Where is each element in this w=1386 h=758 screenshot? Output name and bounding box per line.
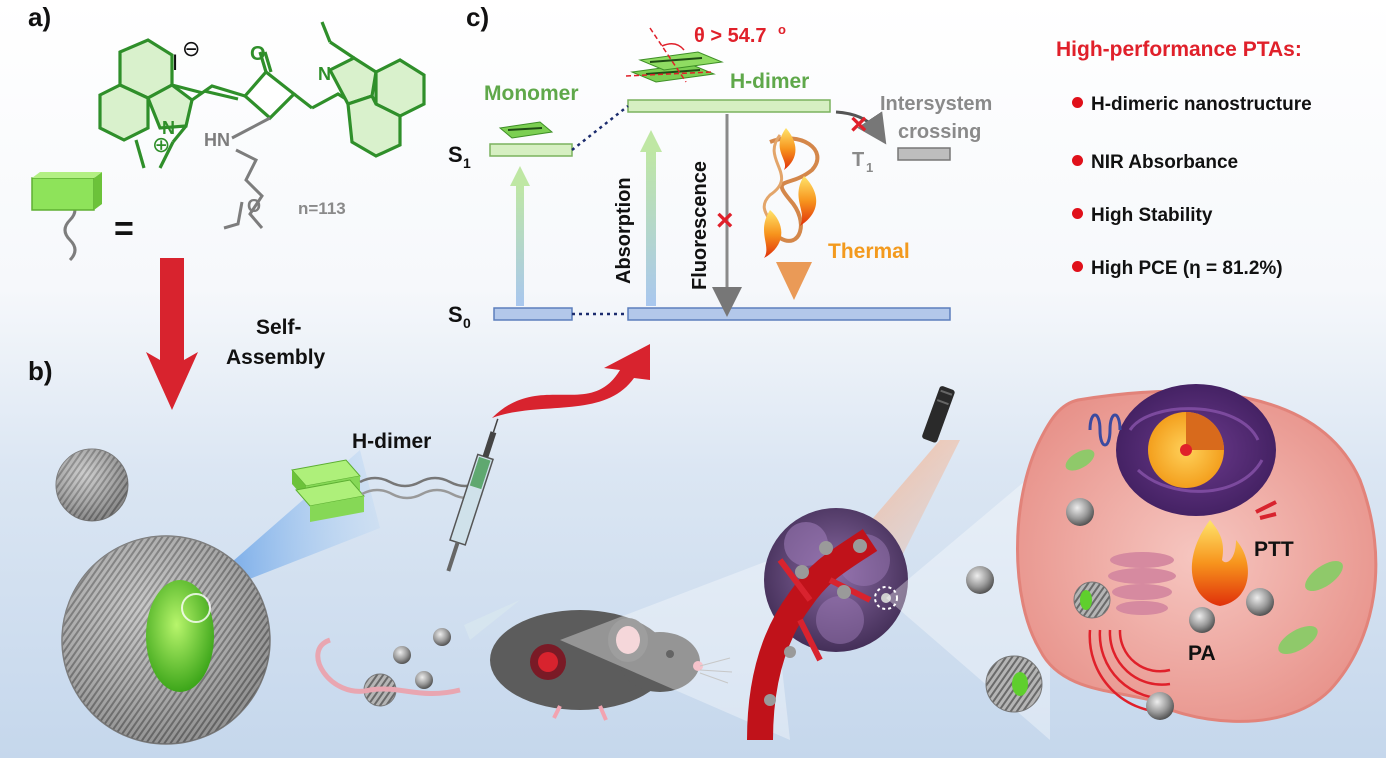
repeat-count-label: n=113 — [298, 199, 346, 218]
fluorescence-label: Fluorescence — [689, 161, 711, 290]
monomer-s1-level — [489, 143, 573, 157]
angle-label: θ > 54.7 — [694, 25, 767, 47]
thermal-label: Thermal — [828, 240, 910, 263]
angle-superscript: o — [778, 22, 786, 37]
bullet-dot-icon — [1072, 155, 1083, 167]
isc-label-2: crossing — [898, 121, 981, 143]
t1-label: T — [852, 149, 864, 171]
feature-item: High PCE (η = 81.2%) — [1072, 258, 1283, 280]
pa-label: PA — [1188, 642, 1216, 665]
carbonyl-oxygen: O — [250, 43, 266, 65]
s1-label: S — [448, 142, 463, 167]
bullet-dot-icon — [1072, 208, 1083, 220]
isc-arrow — [835, 110, 887, 145]
ether-oxygen: O — [247, 196, 261, 216]
bullet-dot-icon — [1072, 97, 1083, 109]
laser-flashlight-icon — [922, 386, 955, 443]
hdimer-s1-level — [627, 99, 831, 113]
fluorescence-blocked-mark: × — [716, 204, 734, 237]
hdimer-bottom-label: H-dimer — [352, 430, 431, 453]
monomer-label: Monomer — [484, 82, 579, 105]
hdimer-block-icon — [291, 459, 483, 522]
isc-label-1: Intersystem — [880, 93, 992, 115]
nitrogen-right: N — [318, 64, 331, 84]
feature-item: High Stability — [1072, 205, 1212, 227]
s0-label: S — [448, 302, 463, 327]
syringe-icon — [446, 418, 499, 572]
panel-label-b: b) — [28, 356, 53, 386]
absorption-label: Absorption — [613, 177, 635, 284]
bullet-dot-icon — [1072, 261, 1083, 273]
panel-label-a: a) — [28, 2, 52, 32]
feature-item: NIR Absorbance — [1072, 152, 1238, 174]
self-assembly-label-2: Assembly — [226, 346, 326, 369]
hdimer-label: H-dimer — [730, 70, 809, 93]
self-assembly-arrow-icon — [146, 258, 198, 410]
cation-charge: ⊕ — [152, 132, 170, 157]
feature-item: H-dimeric nanostructure — [1072, 94, 1312, 116]
mitochondrion-icon — [1065, 449, 1095, 471]
s1-subscript: 1 — [463, 155, 471, 171]
hdimer-absorption-arrow — [646, 150, 656, 306]
nitrogen-left: N — [162, 118, 175, 138]
amine-label: HN — [204, 130, 230, 150]
s0-subscript: 0 — [463, 315, 471, 331]
mouse-icon — [315, 610, 733, 721]
energy-diagram — [489, 27, 951, 321]
self-assembly-label-1: Self- — [256, 316, 302, 339]
golgi-icon — [1108, 552, 1176, 615]
ptt-flame-icon — [1191, 520, 1248, 606]
features-title: High-performance PTAs: — [1056, 38, 1302, 61]
t1-level — [897, 147, 951, 161]
hdimer-s0-level — [627, 307, 951, 321]
panel-label-c: c) — [466, 2, 490, 32]
thermal-flame-icon — [762, 128, 820, 300]
tumor-icon — [747, 508, 908, 741]
t1-subscript: 1 — [866, 160, 873, 175]
equals-sign: = — [114, 210, 134, 248]
monomer-absorption-arrow — [516, 184, 524, 306]
isc-blocked-mark: × — [850, 108, 868, 141]
micelle-cutaway-icon — [61, 535, 271, 745]
iodide-charge: ⊖ — [182, 36, 200, 61]
curved-arrow-icon — [492, 344, 650, 418]
monomer-brick-icon — [31, 177, 95, 211]
iodide-label: I — [172, 50, 178, 75]
ptt-label: PTT — [1254, 538, 1294, 561]
cell-icon — [1016, 384, 1378, 723]
molecule-structure — [98, 21, 426, 169]
monomer-s0-level — [493, 307, 573, 321]
